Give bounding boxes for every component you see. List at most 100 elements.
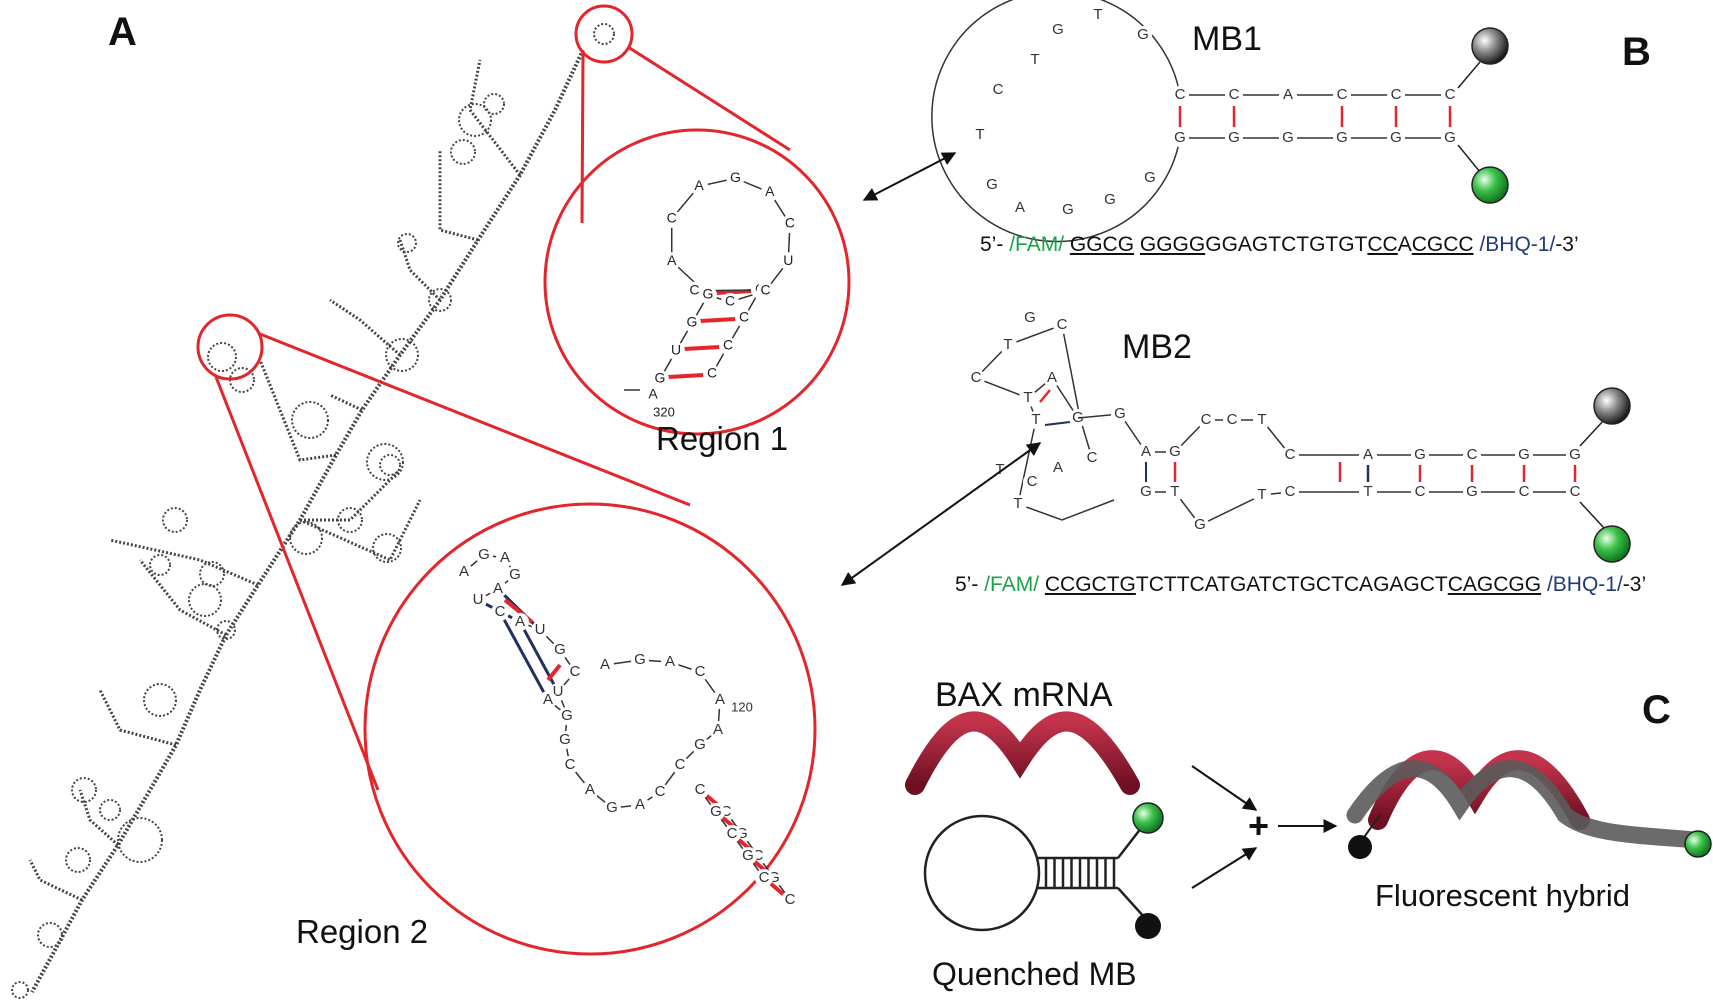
- nucleotide-bg: [671, 756, 689, 774]
- mb2-hairpin-base: C: [1027, 473, 1038, 490]
- mb1-stem-base: C: [1337, 86, 1348, 103]
- nucleotide-bg: [1053, 316, 1071, 334]
- region-1-label: Region 1: [656, 420, 788, 457]
- region-1-zoom: A320GCUCGCGCACAGACUCCC: [624, 169, 799, 419]
- mb1-loop-base: G: [1137, 26, 1149, 43]
- nucleotide-bg: [631, 651, 649, 669]
- nucleotide-bg: [596, 656, 614, 674]
- region-2-hairpin-base: G: [478, 546, 490, 563]
- mb1-bhq-label: /BHQ-1/: [1479, 233, 1556, 256]
- region-2-hairpin-base: A: [493, 580, 503, 597]
- mb1-stem-base: C: [1175, 86, 1186, 103]
- region-2-stem-base: C: [695, 781, 706, 798]
- rna-loop: [428, 288, 452, 312]
- mb1-seq-stem-3: CC: [1367, 233, 1398, 256]
- quenched-mb-icon: [923, 814, 1146, 932]
- nucleotide-bg: [756, 281, 775, 300]
- region-2-loop-base: A: [715, 691, 725, 708]
- rna-loop: [149, 554, 171, 576]
- nucleotide-bg: [1197, 411, 1215, 429]
- nucleotide-bg: [1441, 86, 1459, 104]
- nucleotide-bg: [691, 781, 709, 799]
- nucleotide-bg: [721, 293, 739, 311]
- region-2-hairpin-base: U: [473, 591, 484, 608]
- mb2-sequence: 5’- /FAM/ CCGCTGTCTTCATGATCTGCTCAGAGCTCA…: [955, 573, 1646, 597]
- mb2-fam-label: /FAM/: [984, 573, 1040, 596]
- mb2-inner-base: G: [1114, 405, 1126, 422]
- region-2-loop-base: A: [600, 656, 610, 673]
- nucleotide-bg: [455, 563, 473, 581]
- region-1-loop-base: A: [694, 177, 704, 193]
- fluorescent-hybrid-label: Fluorescent hybrid: [1375, 878, 1630, 913]
- rna-loop: [337, 507, 363, 533]
- nucleotide-bg: [1566, 446, 1584, 464]
- nucleotide-bg: [1463, 446, 1481, 464]
- nucleotide-bg: [1359, 483, 1377, 501]
- nucleotide-bg: [1333, 129, 1351, 147]
- region-2-stem-base: C: [721, 803, 732, 820]
- mb1-sequence: 5’- /FAM/ GGCG GGGGGGAGTCTGTGTCCACGCC /B…: [980, 233, 1579, 257]
- mb2-hairpin-backbone: [974, 323, 1115, 521]
- mb2-stem-base: C: [1519, 483, 1530, 500]
- region-2-stem-base: C: [785, 891, 796, 908]
- rna-loop: [11, 981, 29, 999]
- nucleotide-bg: [1281, 483, 1299, 501]
- nucleotide-bg: [1137, 483, 1155, 501]
- region-2-stem-base: G: [710, 803, 722, 820]
- nucleotide-bg: [1101, 191, 1119, 209]
- nucleotide-bg: [685, 281, 704, 300]
- nucleotide-bg: [703, 365, 721, 383]
- nucleotide-bg: [475, 546, 493, 564]
- nucleotide-bg: [779, 252, 798, 271]
- nucleotide-bg: [1026, 51, 1044, 69]
- rna-branch: [28, 859, 83, 902]
- rna-branch: [299, 499, 422, 562]
- mb2-stem-base: G: [1518, 446, 1530, 463]
- nucleotide-bg: [1191, 516, 1209, 534]
- rna-loop: [188, 583, 222, 617]
- rna-branch: [329, 298, 401, 357]
- mb1-loop-backbone: [931, 0, 1181, 243]
- nucleotide-bg: [723, 825, 741, 843]
- mb2-inner-base: G: [1169, 443, 1181, 460]
- nucleotide-bg: [1049, 21, 1067, 39]
- nucleotide-bg: [1225, 129, 1243, 147]
- mb1-stem-base: G: [1390, 129, 1402, 146]
- nucleotide-bg: [1059, 201, 1077, 219]
- nucleotide-bg: [1049, 459, 1067, 477]
- mb1-seq-stem-4: CGCC: [1411, 233, 1474, 256]
- mb2-inner-base: A: [1141, 443, 1151, 460]
- double-arrow-mb1: [862, 152, 957, 201]
- mb1-loop-base: G: [1104, 191, 1116, 208]
- mb2-hairpin-base: A: [1053, 459, 1063, 476]
- base-pair-bond: [683, 345, 721, 351]
- mb1-seq-suffix: -3’: [1555, 233, 1579, 256]
- region-1-stem-base: C: [707, 365, 717, 381]
- base-pair-bond: [518, 621, 560, 693]
- nucleotide-bg: [1021, 309, 1039, 327]
- region-2-loop-base: A: [635, 796, 645, 813]
- region-1-stem-base: G: [655, 370, 666, 386]
- nucleotide-bg: [489, 580, 507, 598]
- base-pair-bond: [1039, 389, 1051, 403]
- mb2-stem-base: G: [1569, 446, 1581, 463]
- nucleotide-bg: [561, 756, 579, 774]
- nucleotide-bg: [1281, 446, 1299, 464]
- rna-loop: [162, 507, 188, 533]
- region-2-stem-base: C: [727, 825, 738, 842]
- mb1-loop-base: T: [1030, 51, 1039, 68]
- region-2-hairpin-base: A: [515, 613, 525, 630]
- rna-loop: [71, 777, 97, 803]
- base-pair-bond: [768, 881, 786, 897]
- mb2-inner-base: G: [1140, 483, 1152, 500]
- nucleotide-bg: [469, 591, 487, 609]
- region-2-zoom: AGAGAUCAUGCUUAAGACAAGCCAGACGG120CCGGCCGG…: [455, 546, 799, 909]
- mb2-inner-base: C: [1285, 483, 1296, 500]
- nucleotide-bg: [755, 869, 773, 887]
- mb2-hairpin-base: A: [1047, 369, 1057, 386]
- quenched-mb-label: Quenched MB: [932, 956, 1137, 992]
- nucleotide-bg: [691, 736, 709, 754]
- region-2-hairpin-base: U: [553, 683, 564, 700]
- region-2-index: 120: [731, 699, 753, 714]
- nucleotide-bg: [711, 691, 729, 709]
